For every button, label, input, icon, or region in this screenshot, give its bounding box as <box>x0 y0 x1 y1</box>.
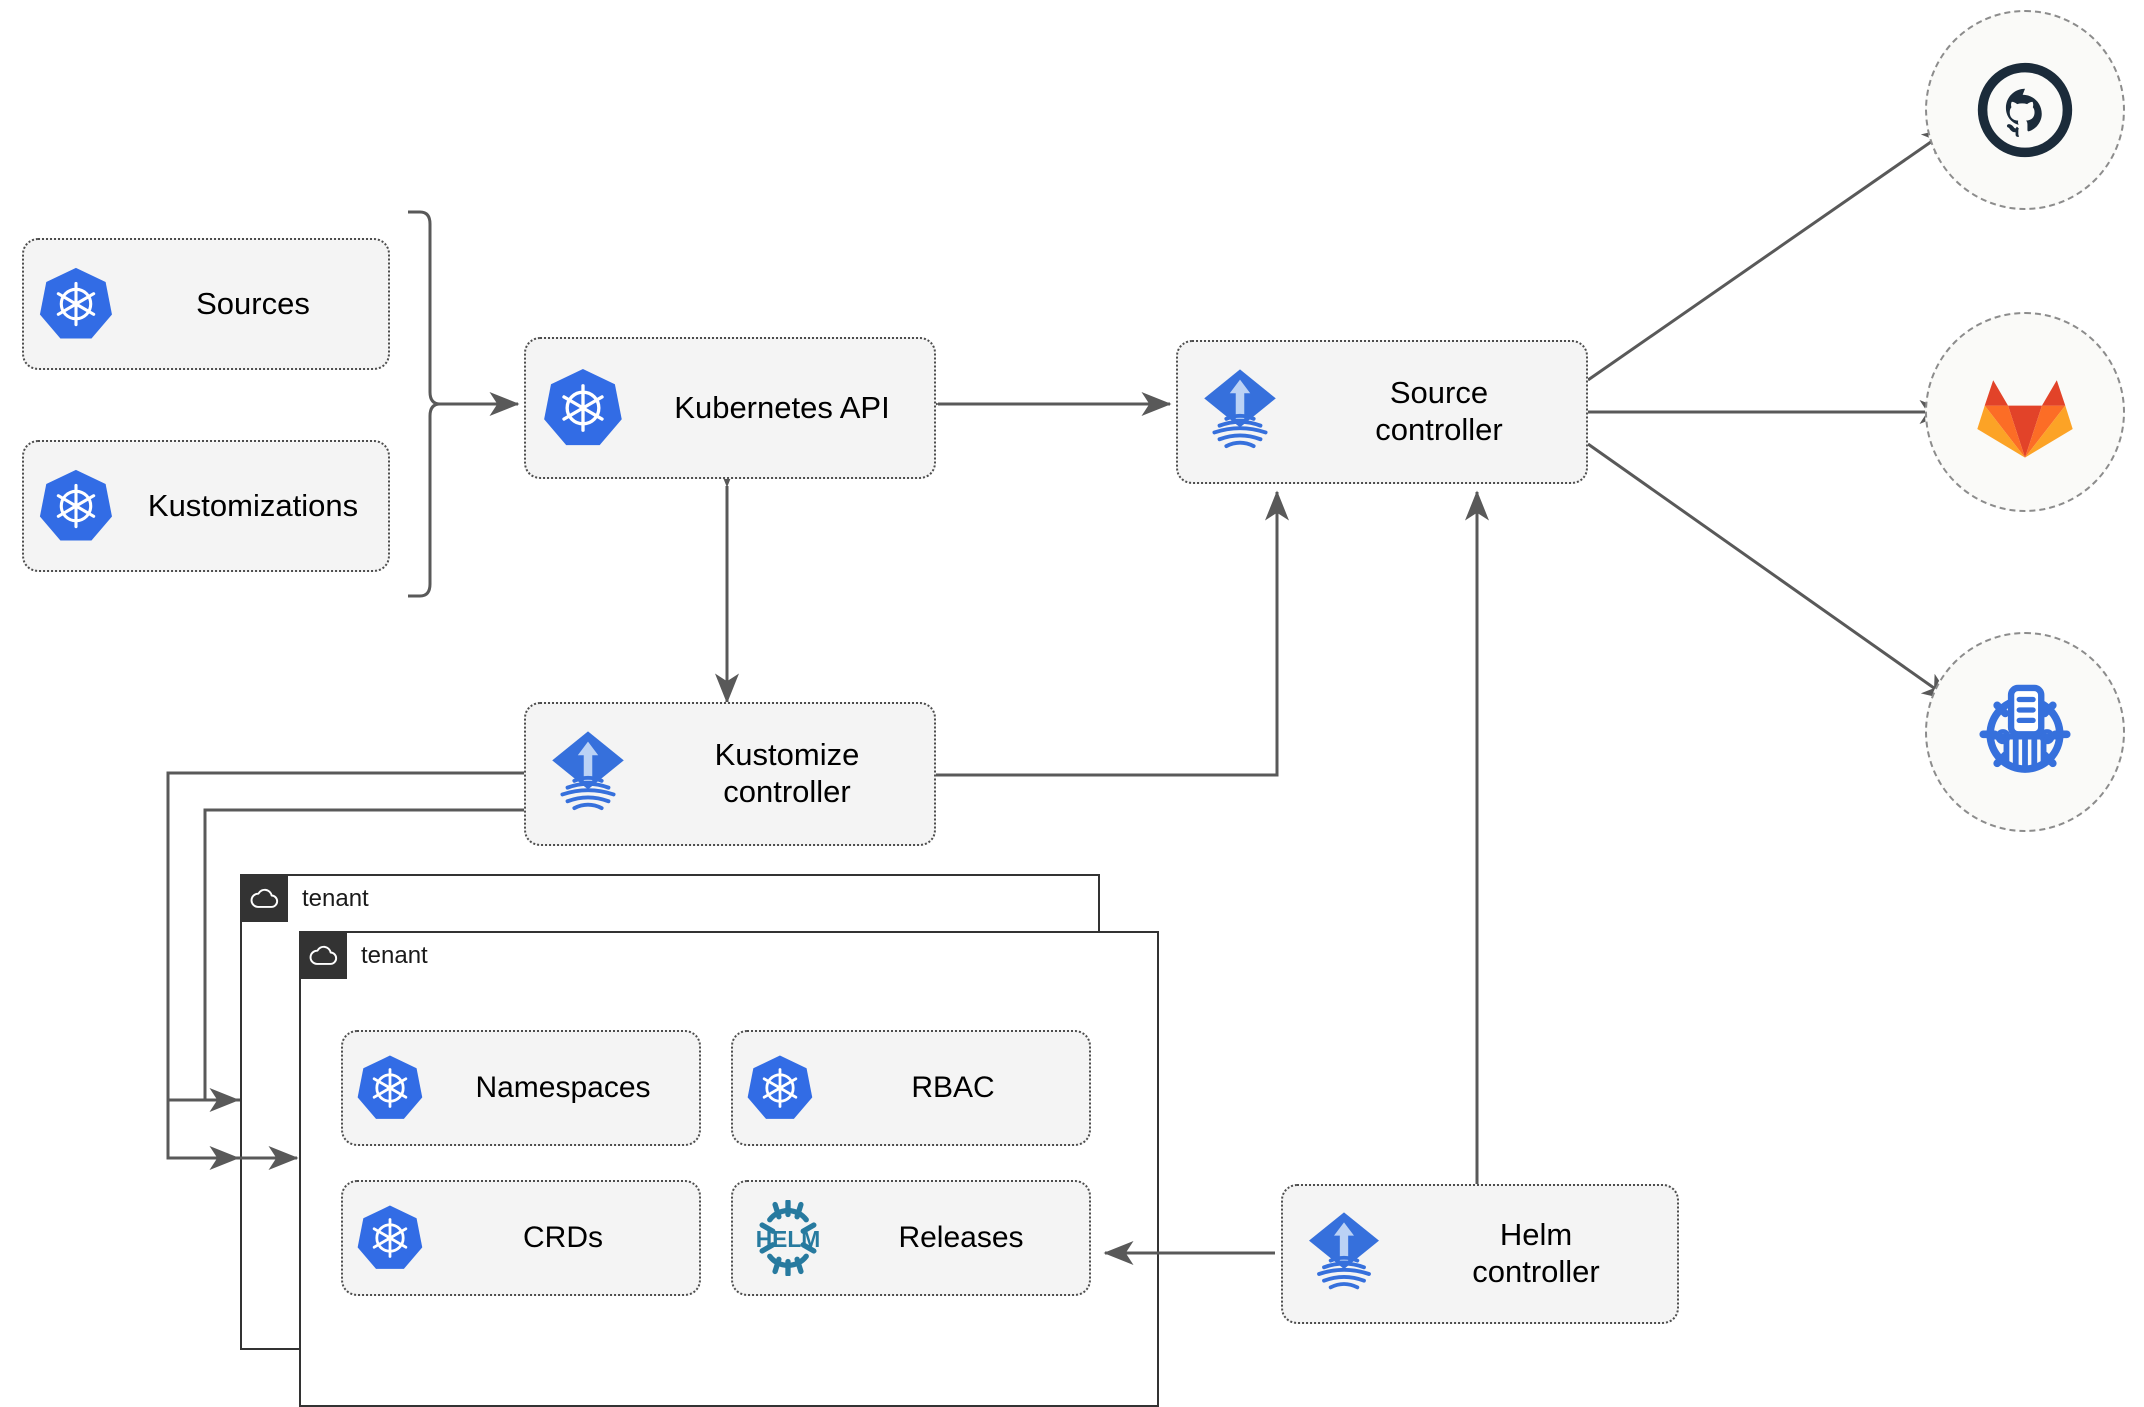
edge-source-controller-to-github <box>1587 126 1953 382</box>
kubernetes-icon <box>733 1053 827 1123</box>
flux-icon <box>1283 1209 1405 1299</box>
helm-icon: HELM <box>733 1200 843 1276</box>
node-crds-label: CRDs <box>523 1221 603 1255</box>
inputs-brace <box>408 210 441 598</box>
node-sources[interactable]: Sources <box>22 238 390 370</box>
gitlab-icon <box>1977 380 2073 458</box>
node-rbac-label: RBAC <box>911 1071 995 1105</box>
flux-icon <box>526 728 650 820</box>
github-icon <box>1977 62 2073 158</box>
cloud-icon <box>242 876 288 922</box>
node-namespaces[interactable]: Namespaces <box>341 1030 701 1146</box>
service-gitlab[interactable] <box>1925 312 2125 512</box>
service-helm-repository[interactable] <box>1925 632 2125 832</box>
node-releases[interactable]: HELM Releases <box>731 1180 1091 1296</box>
node-sources-label: Sources <box>196 285 310 321</box>
flux-icon <box>1178 366 1302 458</box>
edge-kustomize-controller-to-source-controller <box>935 490 1289 777</box>
helm-repository-icon <box>1979 684 2071 773</box>
edge-source-controller-to-helm-repository <box>1587 442 1953 702</box>
node-namespaces-label: Namespaces <box>475 1071 651 1105</box>
node-releases-label: Releases <box>898 1221 1024 1255</box>
tenant-inner-header: tenant <box>301 933 442 979</box>
cloud-icon <box>301 933 347 979</box>
node-kustomizations-label: Kustomizations <box>147 487 359 523</box>
kubernetes-icon <box>343 1203 437 1273</box>
kubernetes-icon <box>526 366 640 450</box>
tenant-inner-label: tenant <box>361 942 428 969</box>
tenant-inner[interactable]: tenant <box>299 931 1159 1407</box>
node-source-controller-label: Source controller <box>1375 375 1503 447</box>
svg-text:HELM: HELM <box>756 1226 821 1252</box>
node-kustomize-controller-label: Kustomize controller <box>714 737 860 809</box>
service-github[interactable] <box>1925 10 2125 210</box>
tenant-outer-label: tenant <box>302 885 369 912</box>
node-kustomizations[interactable]: Kustomizations <box>22 440 390 572</box>
kubernetes-icon <box>24 467 128 545</box>
kubernetes-icon <box>343 1053 437 1123</box>
tenant-outer-header: tenant <box>242 876 383 922</box>
node-source-controller[interactable]: Source controller <box>1176 340 1588 484</box>
kubernetes-icon <box>24 265 128 343</box>
node-kubernetes-api[interactable]: Kubernetes API <box>524 337 936 479</box>
node-helm-controller[interactable]: Helm controller <box>1281 1184 1679 1324</box>
node-rbac[interactable]: RBAC <box>731 1030 1091 1146</box>
node-crds[interactable]: CRDs <box>341 1180 701 1296</box>
node-kustomize-controller[interactable]: Kustomize controller <box>524 702 936 846</box>
node-kubernetes-api-label: Kubernetes API <box>674 389 890 425</box>
node-helm-controller-label: Helm controller <box>1472 1217 1600 1289</box>
